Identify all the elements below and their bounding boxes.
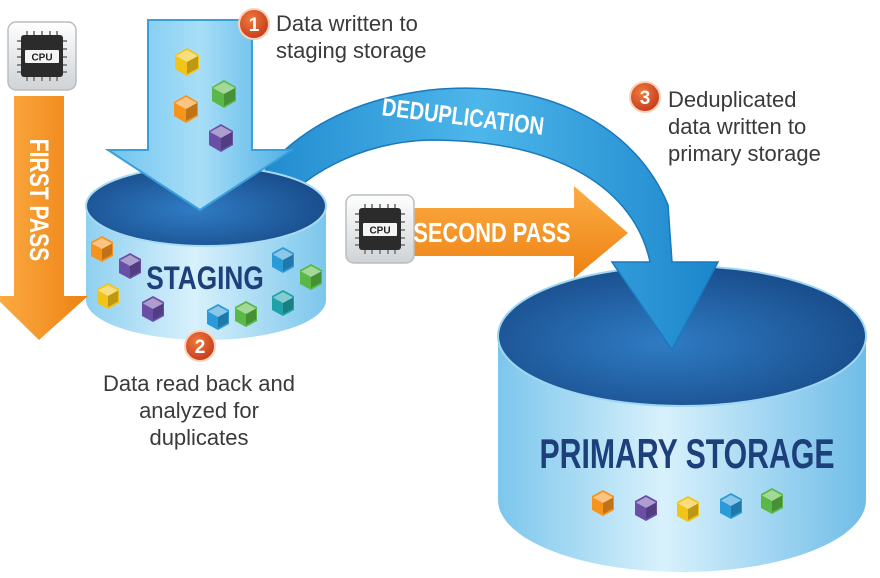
cube-icon xyxy=(119,253,141,279)
cube-icon xyxy=(212,80,236,108)
cube-icon xyxy=(272,290,294,316)
primary-storage-label: PRIMARY STORAGE xyxy=(539,430,834,477)
caption-line: Data written to xyxy=(276,11,418,36)
primary-storage-cylinder xyxy=(497,265,867,572)
cube-icon xyxy=(174,95,198,123)
step-number: 1 xyxy=(249,15,260,36)
data-cubes-primary xyxy=(592,488,783,522)
step-badge-icon: 3 xyxy=(629,81,661,113)
cube-icon xyxy=(207,304,229,330)
cube-icon xyxy=(175,48,199,76)
caption-line: Data read back and xyxy=(102,371,296,396)
write-down-arrow xyxy=(104,19,296,212)
second-pass-label: SECOND PASS xyxy=(413,217,570,248)
deduplication-arrow xyxy=(236,87,720,352)
cube-icon xyxy=(677,496,699,522)
cpu-label: CPU xyxy=(31,53,52,64)
caption-line: analyzed for duplicates xyxy=(139,398,259,450)
step-badge-icon: 2 xyxy=(184,330,216,362)
cube-icon xyxy=(720,493,742,519)
cube-icon xyxy=(209,124,233,152)
first-pass-label: FIRST PASS xyxy=(23,139,53,261)
caption-line: Deduplicated xyxy=(668,87,797,112)
data-cubes-staging xyxy=(91,236,322,330)
step-number: 2 xyxy=(195,337,206,358)
cube-icon xyxy=(300,264,322,290)
cube-icon xyxy=(761,488,783,514)
step-3-caption: Deduplicated data written to primary sto… xyxy=(668,86,821,167)
second-pass-arrow xyxy=(404,186,628,278)
caption-line: primary storage xyxy=(668,141,821,166)
cube-icon xyxy=(272,247,294,273)
data-cubes-incoming xyxy=(174,48,236,152)
step-1-caption: Data written to staging storage xyxy=(276,10,426,64)
cpu-label: CPU xyxy=(369,226,390,237)
step-badge-icon: 1 xyxy=(238,8,270,40)
cpu-chip-icon: CPU xyxy=(7,21,77,91)
cube-icon xyxy=(142,296,164,322)
caption-line: staging storage xyxy=(276,38,427,63)
cube-icon xyxy=(635,495,657,521)
cube-icon xyxy=(235,301,257,327)
step-2-caption: Data read back and analyzed for duplicat… xyxy=(94,370,304,451)
step-number: 3 xyxy=(640,88,651,109)
first-pass-arrow xyxy=(0,96,88,340)
staging-label: STAGING xyxy=(146,262,264,297)
caption-line: data written to xyxy=(668,114,807,139)
cube-icon xyxy=(97,283,119,309)
cpu-chip-icon: CPU xyxy=(345,194,415,264)
cube-icon xyxy=(592,490,614,516)
cube-icon xyxy=(91,236,113,262)
